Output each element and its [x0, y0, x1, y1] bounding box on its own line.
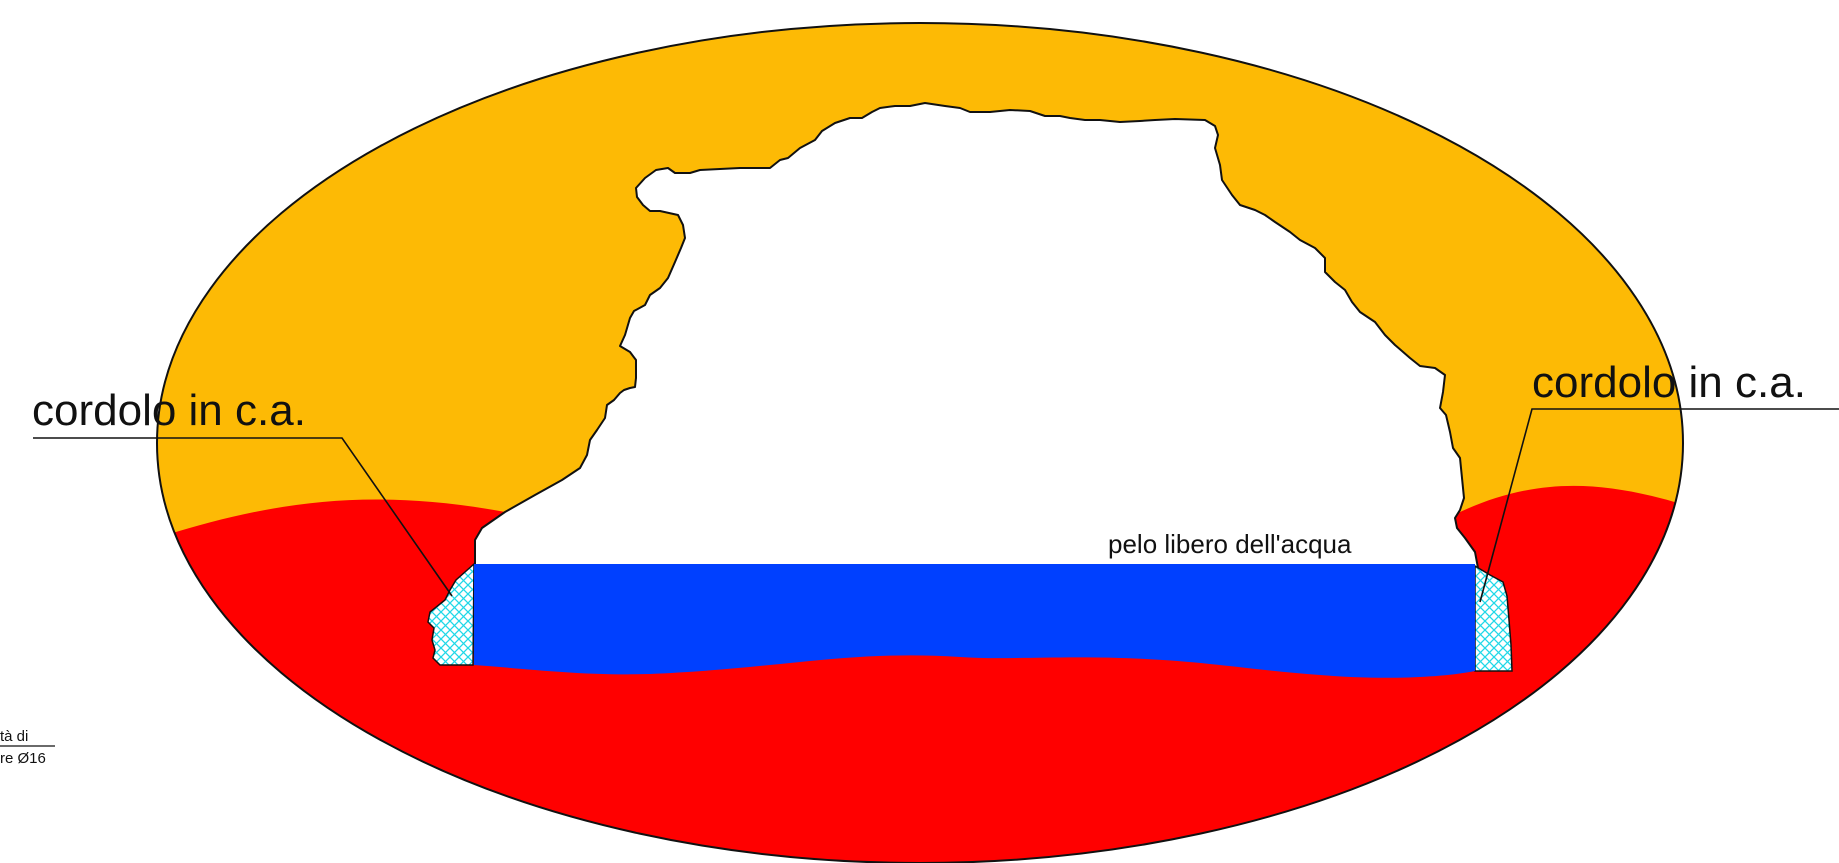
cut-note-line2: re Ø16 [0, 750, 46, 767]
right-curb [1474, 564, 1513, 672]
cut-note-line1: tà di [0, 728, 28, 745]
section-outline [156, 22, 1684, 863]
right-curb-leader [1479, 408, 1839, 603]
left-curb-label: cordolo in c.a. [32, 386, 306, 435]
left-curb [427, 562, 475, 666]
cavity-profile [474, 102, 1479, 569]
left-curb-leader [33, 437, 453, 597]
water-body [474, 564, 1475, 678]
water-surface-label: pelo libero dell'acqua [1108, 529, 1352, 559]
right-curb-label: cordolo in c.a. [1532, 358, 1806, 407]
